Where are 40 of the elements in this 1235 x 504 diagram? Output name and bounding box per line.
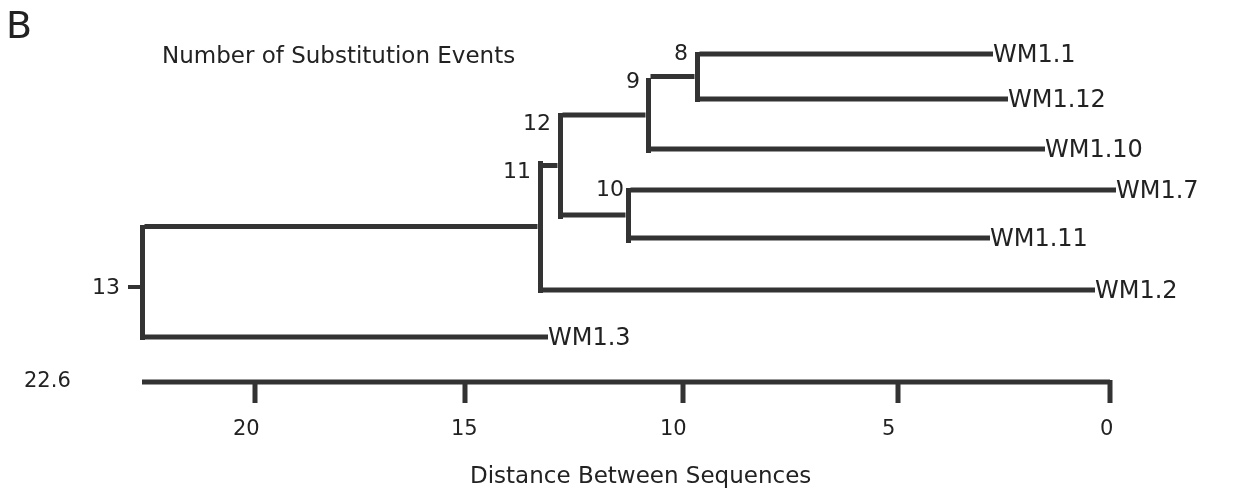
sequence-label: WM1.12 — [1008, 87, 1106, 111]
sequence-label: WM1.11 — [990, 226, 1088, 250]
tree-branch — [650, 74, 695, 79]
node-number: 13 — [92, 276, 120, 298]
sequence-label: WM1.2 — [1095, 278, 1178, 302]
node-number: 11 — [503, 160, 531, 182]
sequence-label: WM1.1 — [993, 42, 1076, 66]
branch-junction — [694, 51, 700, 102]
tree-branch — [699, 51, 993, 57]
branch-junction — [645, 77, 651, 153]
tree-branch — [630, 187, 1116, 193]
tree-branch — [542, 287, 1095, 293]
axis-tick-label: 15 — [451, 418, 478, 439]
sequence-label: WM1.3 — [548, 325, 631, 349]
axis-value: 22.6 — [24, 370, 71, 391]
axis-tick-label: 10 — [660, 418, 687, 439]
branch-junction — [625, 187, 631, 243]
node-number: 8 — [674, 42, 688, 64]
branch-junction — [139, 224, 145, 340]
axis-tick-label: 20 — [233, 418, 260, 439]
tree-branch — [562, 112, 646, 118]
axis-tick-label: 0 — [1100, 418, 1114, 439]
node-number: 10 — [596, 178, 624, 200]
tree-branch — [650, 146, 1045, 152]
panel-letter: B — [6, 6, 33, 44]
axis-tick-label: 5 — [882, 418, 896, 439]
tree-branch — [542, 163, 558, 168]
tree-branch — [144, 224, 538, 229]
sequence-label: WM1.10 — [1045, 137, 1143, 161]
tree-heading: Number of Substitution Events — [162, 44, 516, 67]
node-number: 12 — [523, 112, 551, 134]
tree-branch — [630, 235, 990, 241]
branch-junction — [537, 160, 543, 293]
tree-branch — [562, 212, 626, 218]
sequence-label: WM1.7 — [1116, 178, 1199, 202]
tree-branch — [144, 334, 548, 340]
tree-branch — [699, 96, 1008, 102]
branch-junction — [557, 112, 563, 219]
node-number: 9 — [626, 70, 640, 92]
axis-title: Distance Between Sequences — [470, 464, 812, 487]
